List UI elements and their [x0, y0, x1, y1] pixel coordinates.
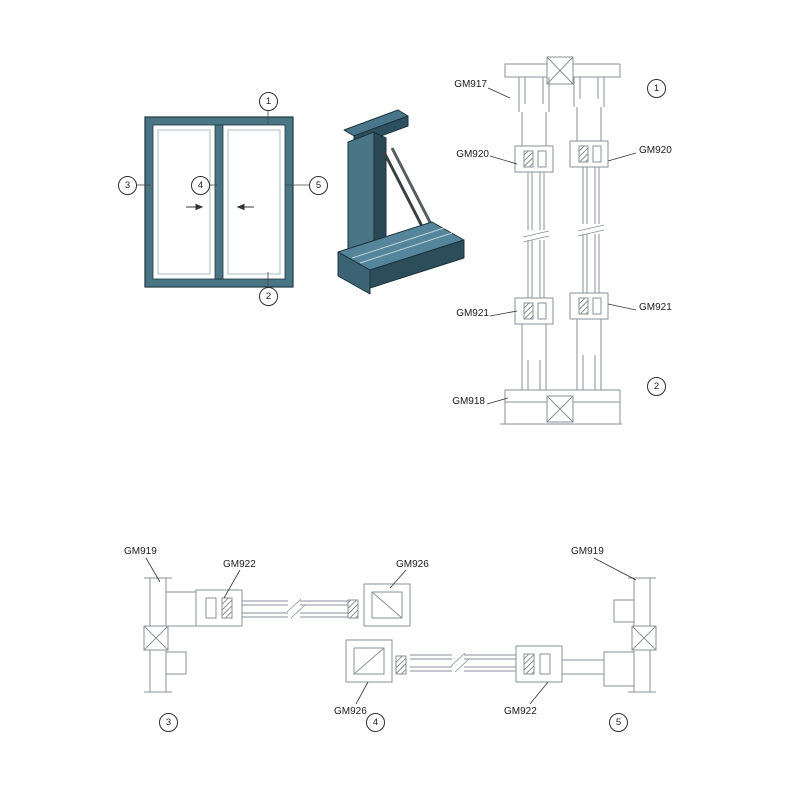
section-marker-4-detail: 4 — [366, 713, 385, 732]
profile-label-gm922-top: GM922 — [223, 559, 256, 570]
horizontal-section-drawing — [143, 577, 657, 693]
profile-label-gm920-left: GM920 — [456, 149, 489, 160]
profile-label-gm926-bottom: GM926 — [334, 706, 367, 717]
elevation-mullion — [214, 124, 224, 280]
profile-label-gm917: GM917 — [454, 79, 487, 90]
profile-label-gm918: GM918 — [452, 396, 485, 407]
section-marker-1-elevation: 1 — [259, 92, 278, 111]
profile-label-gm922-bottom: GM922 — [504, 706, 537, 717]
section-marker-4-elevation: 4 — [191, 176, 210, 195]
vertical-section-drawing — [500, 56, 622, 425]
section-marker-2-elevation: 2 — [259, 287, 278, 306]
vertical-section-leader-lines — [486, 87, 637, 405]
section-marker-5-detail: 5 — [609, 713, 628, 732]
profile-label-gm920-right: GM920 — [639, 145, 672, 156]
horizontal-section-leader-lines — [145, 557, 637, 705]
section-marker-2-detail: 2 — [647, 377, 666, 396]
profile-label-gm921-left: GM921 — [456, 308, 489, 319]
elevation-leader-lines — [136, 110, 309, 287]
section-marker-1-detail: 1 — [647, 79, 666, 98]
slide-direction-arrows — [186, 203, 254, 211]
elevation-drawing — [136, 110, 309, 288]
profile-label-gm919-right: GM919 — [571, 546, 604, 557]
profile-label-gm921-right: GM921 — [639, 302, 672, 313]
section-marker-3-elevation: 3 — [118, 176, 137, 195]
profile-label-gm926-top: GM926 — [396, 559, 429, 570]
section-marker-3-detail: 3 — [159, 713, 178, 732]
profile-label-gm919-left: GM919 — [124, 546, 157, 557]
section-marker-5-elevation: 5 — [309, 176, 328, 195]
isometric-profile-render — [337, 109, 465, 295]
